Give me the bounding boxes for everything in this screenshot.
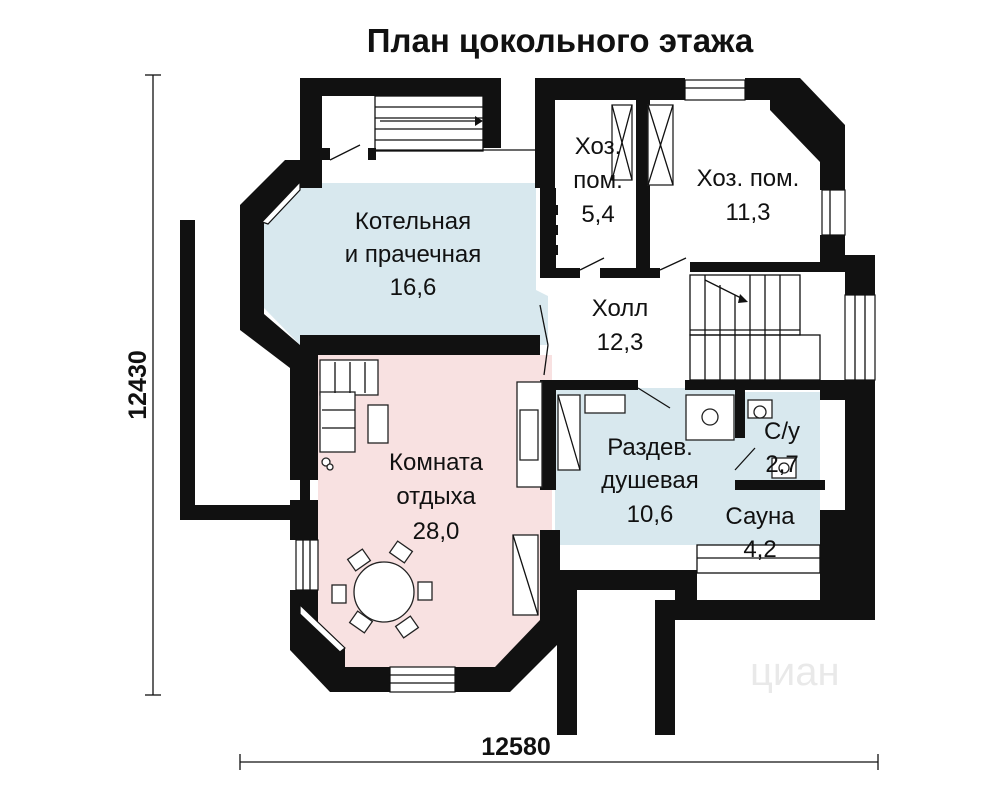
- furniture: [319, 104, 821, 639]
- room-boiler-line2: и прачечная: [345, 241, 481, 268]
- dimension-height-label: 12430: [124, 350, 152, 420]
- room-changing-line1: Раздев.: [607, 434, 693, 461]
- plan-title: План цокольного этажа: [367, 22, 754, 59]
- room-fill-changing-shower: [555, 388, 820, 545]
- room-labels: Котельная и прачечная 16,6 Хоз. пом. 5,4…: [345, 133, 800, 563]
- room-rest-line1: Комната: [389, 449, 484, 476]
- dimension-width-label: 12580: [481, 733, 551, 761]
- room-storage-large-area: 11,3: [726, 199, 771, 226]
- room-changing-line2: душевая: [601, 467, 698, 494]
- room-storage-small-line1: Хоз.: [575, 133, 622, 160]
- doors: [539, 257, 756, 471]
- room-hall-line1: Холл: [592, 295, 649, 322]
- room-sauna-line1: Сауна: [725, 503, 795, 530]
- dimension-height: 12430: [124, 74, 161, 696]
- room-rest-line2: отдыха: [396, 483, 476, 510]
- stairs-hall: [689, 274, 821, 381]
- room-sauna-area: 4,2: [743, 536, 776, 563]
- room-fill-boiler: [264, 183, 548, 345]
- room-hall-area: 12,3: [597, 329, 644, 356]
- room-boiler-area: 16,6: [390, 274, 437, 301]
- room-storage-small-line2: пом.: [573, 167, 623, 194]
- stairs-upper: [322, 95, 536, 161]
- dimension-width: 12580: [239, 733, 879, 770]
- room-wc-line1: С/у: [764, 418, 800, 445]
- room-wc-area: 2,7: [765, 451, 798, 478]
- windows: [260, 79, 876, 693]
- walls: [180, 78, 875, 735]
- room-rest-area: 28,0: [413, 518, 460, 545]
- room-changing-area: 10,6: [627, 501, 674, 528]
- room-storage-small-area: 5,4: [581, 201, 614, 228]
- watermark-logo: циан: [750, 650, 840, 694]
- room-storage-large-line1: Хоз. пом.: [697, 165, 800, 192]
- room-boiler-line1: Котельная: [355, 208, 471, 235]
